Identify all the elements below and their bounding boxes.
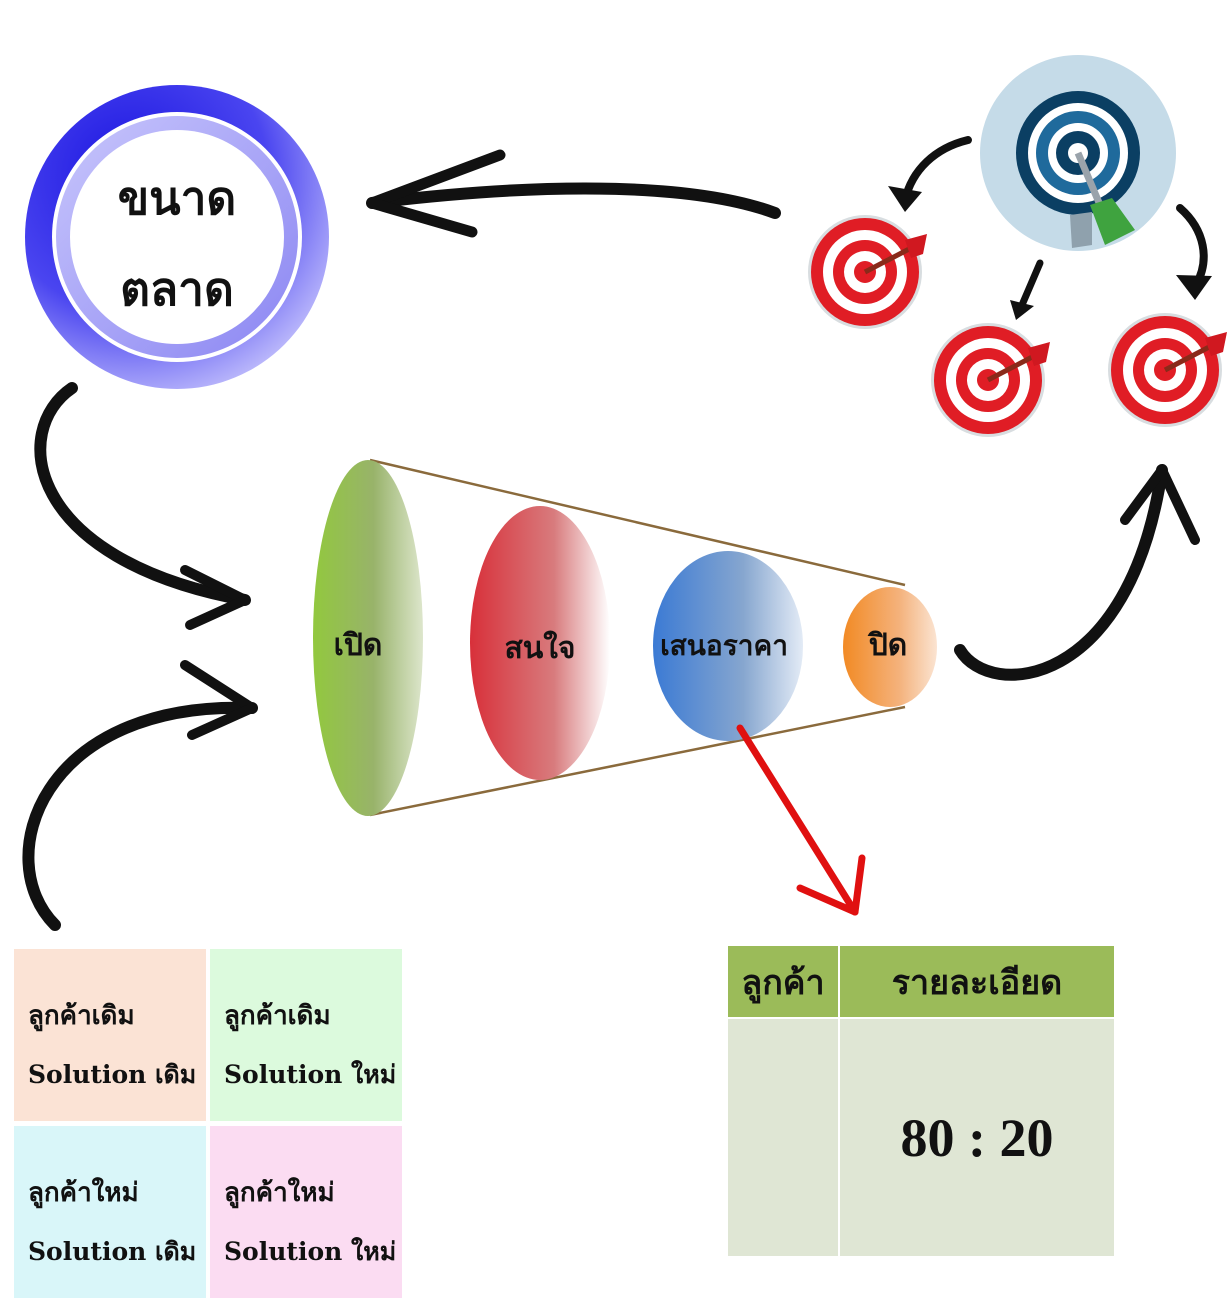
- matrix-cell-existing-existing: ลูกค้าเดิม Solution เดิม: [14, 949, 206, 1121]
- table-header-detail: รายละเอียด: [840, 946, 1114, 1017]
- table-cell-ratio: 80 : 20: [840, 1019, 1114, 1256]
- arrows-to-dart-targets: [888, 136, 1212, 320]
- market-size-ring: ขนาด ตลาด: [25, 85, 329, 389]
- funnel-stages: เปิด สนใจ เสนอราคา ปิด: [313, 460, 937, 816]
- matrix-cell-new-new: ลูกค้าใหม่ Solution ใหม่: [210, 1126, 402, 1298]
- arrow-funnel-to-targets: [954, 464, 1200, 681]
- matrix-cell-new-existing: ลูกค้าใหม่ Solution เดิม: [14, 1126, 206, 1298]
- funnel-stage-interest: [470, 506, 610, 780]
- red-arrow-quote-to-table: [736, 724, 866, 916]
- matrix-cell-existing-new: ลูกค้าเดิม Solution ใหม่: [210, 949, 402, 1121]
- funnel-stage-close: [843, 587, 937, 707]
- funnel-outline: [369, 458, 906, 817]
- dart-target-icon: [931, 323, 1050, 437]
- funnel-stage-label: สนใจ: [504, 630, 575, 666]
- funnel-stage-label: ปิด: [867, 628, 907, 663]
- market-size-line1: ขนาด: [118, 171, 237, 225]
- matrix-cell-solution: Solution เดิม: [28, 1237, 197, 1266]
- funnel-stage-open: [313, 460, 423, 816]
- funnel-stage-quote: [653, 551, 803, 741]
- matrix-cell-solution: Solution เดิม: [28, 1060, 197, 1089]
- ratio-value: 80 : 20: [900, 1107, 1054, 1168]
- matrix-cell-solution: Solution ใหม่: [224, 1060, 397, 1089]
- arrow-targets-to-market: [366, 149, 781, 238]
- matrix-cell-customer: ลูกค้าใหม่: [28, 1178, 139, 1208]
- matrix-cell-customer: ลูกค้าใหม่: [224, 1178, 335, 1208]
- funnel-stage-label: เสนอราคา: [660, 629, 788, 662]
- customer-table: ลูกค้า รายละเอียด 80 : 20: [728, 946, 1114, 1256]
- market-size-line2: ตลาด: [120, 262, 234, 316]
- bullseye-icon: [980, 55, 1176, 251]
- arrow-matrix-to-funnel: [22, 660, 258, 931]
- customer-solution-matrix: ลูกค้าเดิม Solution เดิม ลูกค้าเดิม Solu…: [14, 949, 402, 1299]
- table-cell-customer: [728, 1019, 838, 1256]
- dart-target-icon: [808, 215, 927, 329]
- funnel-stage-label: เปิด: [334, 628, 383, 663]
- table-header-customer: ลูกค้า: [728, 946, 838, 1017]
- arrow-market-to-funnel: [34, 382, 251, 630]
- dart-target-icon: [1108, 313, 1227, 427]
- matrix-cell-customer: ลูกค้าเดิม: [224, 1001, 331, 1031]
- matrix-cell-solution: Solution ใหม่: [224, 1237, 397, 1266]
- matrix-cell-customer: ลูกค้าเดิม: [28, 1001, 135, 1031]
